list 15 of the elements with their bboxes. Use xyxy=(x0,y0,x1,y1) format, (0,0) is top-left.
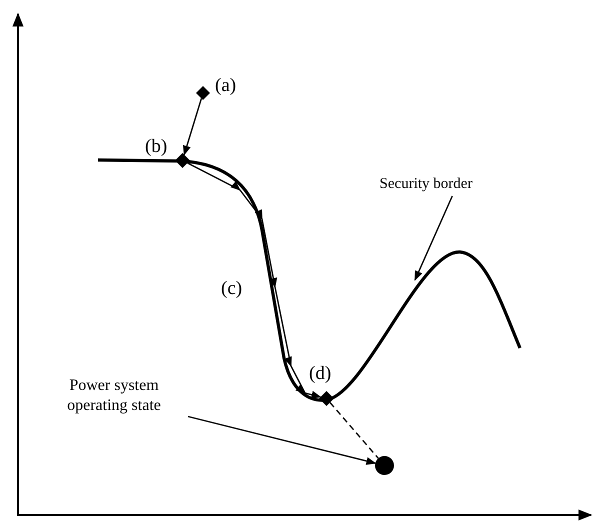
point-label: (a) xyxy=(215,76,236,96)
arrow xyxy=(183,98,202,156)
edge-label: (c) xyxy=(221,279,242,299)
arrow xyxy=(188,416,376,465)
state-dot xyxy=(375,456,394,475)
dashed-line xyxy=(329,402,379,459)
state-diamond xyxy=(319,391,334,406)
annotation-text: Power system operating state xyxy=(66,376,162,416)
point-label: (d) xyxy=(309,364,332,384)
arrow xyxy=(187,162,321,398)
leader-line xyxy=(414,196,453,281)
annotation-text: Security border xyxy=(378,175,474,194)
state-diamond xyxy=(196,86,210,100)
state-diamond xyxy=(175,153,190,168)
point-label: (b) xyxy=(145,137,168,157)
